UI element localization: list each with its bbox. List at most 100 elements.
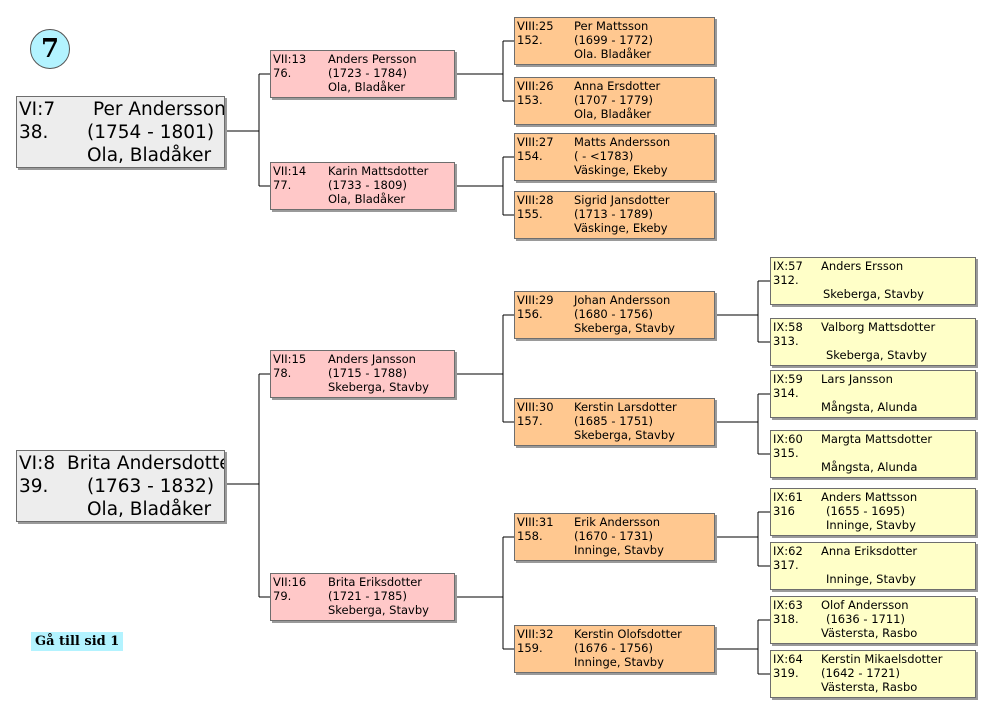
person-dates: (1642 - 1721) — [821, 666, 900, 680]
person-id: IX:61 — [773, 490, 803, 504]
person-name: Anna Eriksdotter — [821, 544, 918, 558]
back-to-page-1-link[interactable]: Gå till sid 1 — [31, 632, 124, 651]
person-name: Anders Jansson — [328, 352, 416, 366]
person-dates: (1670 - 1731) — [574, 529, 653, 543]
person-dates: (1763 - 1832) — [87, 476, 215, 497]
page-number-badge: 7 — [30, 29, 70, 69]
person-place: Skeberga, Stavby — [328, 603, 429, 617]
person-id: VIII:26 — [517, 79, 554, 93]
person-box-ix-57[interactable]: IX:57 312. Anders Ersson Skeberga, Stavb… — [770, 257, 976, 305]
person-name: Margta Mattsdotter — [821, 432, 933, 446]
person-dates: (1636 - 1711) — [826, 612, 905, 626]
person-name: Olof Andersson — [821, 598, 909, 612]
person-place: Mångsta, Alunda — [821, 460, 918, 474]
person-place: Ola, Bladåker — [87, 145, 212, 166]
person-place: Inninge, Stavby — [826, 572, 916, 586]
person-id: VIII:31 — [517, 515, 554, 529]
person-place: Skeberga, Stavby — [574, 321, 675, 335]
person-id: VIII:32 — [517, 627, 554, 641]
person-box-vi-8[interactable]: VI:8 39. Brita Andersdotter (1763 - 1832… — [16, 450, 225, 522]
person-name: Kerstin Mikaelsdotter — [821, 652, 943, 666]
person-box-vii-13[interactable]: VII:13 76. Anders Persson (1723 - 1784) … — [270, 50, 455, 98]
person-name: Johan Andersson — [574, 293, 671, 307]
person-box-vii-16[interactable]: VII:16 79. Brita Eriksdotter (1721 - 178… — [270, 573, 455, 621]
person-place: Skeberga, Stavby — [823, 287, 924, 301]
person-id: IX:60 — [773, 432, 803, 446]
person-box-viii-25[interactable]: VIII:25 152. Per Mattsson (1699 - 1772) … — [514, 17, 715, 65]
person-name: Per Mattsson — [574, 19, 649, 33]
person-box-viii-27[interactable]: VIII:27 154. Matts Andersson ( - <1783) … — [514, 133, 715, 181]
person-box-vi-7[interactable]: VI:7 38. Per Andersson (1754 - 1801) Ola… — [16, 96, 225, 168]
person-id: VII:16 — [273, 575, 307, 589]
person-name: Lars Jansson — [821, 372, 893, 386]
person-place: Ola, Bladåker — [574, 107, 652, 121]
person-id: VII:13 — [273, 52, 307, 66]
person-place: Skeberga, Stavby — [328, 380, 429, 394]
person-box-viii-29[interactable]: VIII:29 156. Johan Andersson (1680 - 175… — [514, 291, 715, 339]
person-place: Ola, Bladåker — [87, 499, 212, 520]
person-dates: (1699 - 1772) — [574, 33, 653, 47]
person-box-vii-15[interactable]: VII:15 78. Anders Jansson (1715 - 1788) … — [270, 350, 455, 398]
person-box-ix-63[interactable]: IX:63 318. Olof Andersson (1636 - 1711) … — [770, 596, 976, 644]
person-number: 79. — [273, 589, 292, 603]
person-name: Anders Ersson — [821, 259, 904, 273]
person-place: Ola, Bladåker — [328, 80, 406, 94]
person-id: IX:57 — [773, 259, 803, 273]
person-name: Sigrid Jansdotter — [574, 193, 670, 207]
person-box-ix-59[interactable]: IX:59 314. Lars Jansson Mångsta, Alunda — [770, 370, 976, 418]
person-box-viii-30[interactable]: VIII:30 157. Kerstin Larsdotter (1685 - … — [514, 398, 715, 446]
person-dates: (1707 - 1779) — [574, 93, 653, 107]
person-number: 157. — [517, 414, 543, 428]
person-name: Erik Andersson — [574, 515, 661, 529]
person-place: Ola. Bladåker — [574, 47, 652, 61]
person-number: 159. — [517, 641, 543, 655]
person-box-ix-62[interactable]: IX:62 317. Anna Eriksdotter Inninge, Sta… — [770, 542, 976, 590]
person-box-viii-32[interactable]: VIII:32 159. Kerstin Olofsdotter (1676 -… — [514, 625, 715, 673]
person-name: Valborg Mattsdotter — [821, 320, 936, 334]
person-number: 312. — [773, 273, 799, 287]
person-place: Mångsta, Alunda — [821, 400, 918, 414]
person-number: 152. — [517, 33, 543, 47]
person-number: 317. — [773, 558, 799, 572]
person-dates: (1685 - 1751) — [574, 414, 653, 428]
person-box-viii-31[interactable]: VIII:31 158. Erik Andersson (1670 - 1731… — [514, 513, 715, 561]
person-number: 158. — [517, 529, 543, 543]
person-number: 154. — [517, 149, 543, 163]
person-name: Anna Ersdotter — [574, 79, 661, 93]
person-number: 319. — [773, 666, 799, 680]
person-id: IX:58 — [773, 320, 803, 334]
person-number: 76. — [273, 66, 292, 80]
person-number: 78. — [273, 366, 292, 380]
person-box-viii-28[interactable]: VIII:28 155. Sigrid Jansdotter (1713 - 1… — [514, 191, 715, 239]
person-dates: (1680 - 1756) — [574, 307, 653, 321]
person-dates: (1676 - 1756) — [574, 641, 653, 655]
person-number: 77. — [273, 178, 292, 192]
person-place: Väskinge, Ekeby — [574, 163, 668, 177]
person-box-viii-26[interactable]: VIII:26 153. Anna Ersdotter (1707 - 1779… — [514, 77, 715, 125]
person-number: 39. — [19, 476, 49, 497]
person-dates: (1723 - 1784) — [328, 66, 407, 80]
person-number: 38. — [19, 122, 49, 143]
person-dates: (1733 - 1809) — [328, 178, 407, 192]
person-box-ix-60[interactable]: IX:60 315. Margta Mattsdotter Mångsta, A… — [770, 430, 976, 478]
person-number: 313. — [773, 334, 799, 348]
person-number: 156. — [517, 307, 543, 321]
person-dates: (1713 - 1789) — [574, 207, 653, 221]
person-id: VI:8 — [19, 453, 56, 474]
person-box-ix-58[interactable]: IX:58 313. Valborg Mattsdotter Skeberga,… — [770, 318, 976, 366]
person-place: Skeberga, Stavby — [574, 428, 675, 442]
person-id: VIII:28 — [517, 193, 554, 207]
person-place: Inninge, Stavby — [826, 518, 916, 532]
person-name: Matts Andersson — [574, 135, 671, 149]
person-box-ix-64[interactable]: IX:64 319. Kerstin Mikaelsdotter (1642 -… — [770, 650, 976, 698]
person-number: 318. — [773, 612, 799, 626]
person-number: 153. — [517, 93, 543, 107]
person-id: VIII:30 — [517, 400, 554, 414]
person-box-ix-61[interactable]: IX:61 316 Anders Mattsson (1655 - 1695) … — [770, 488, 976, 536]
person-id: IX:63 — [773, 598, 803, 612]
person-place: Inninge, Stavby — [574, 655, 664, 669]
person-id: IX:62 — [773, 544, 803, 558]
person-box-vii-14[interactable]: VII:14 77. Karin Mattsdotter (1733 - 180… — [270, 162, 455, 210]
person-place: Ola, Bladåker — [328, 192, 406, 206]
person-dates: (1655 - 1695) — [826, 504, 905, 518]
